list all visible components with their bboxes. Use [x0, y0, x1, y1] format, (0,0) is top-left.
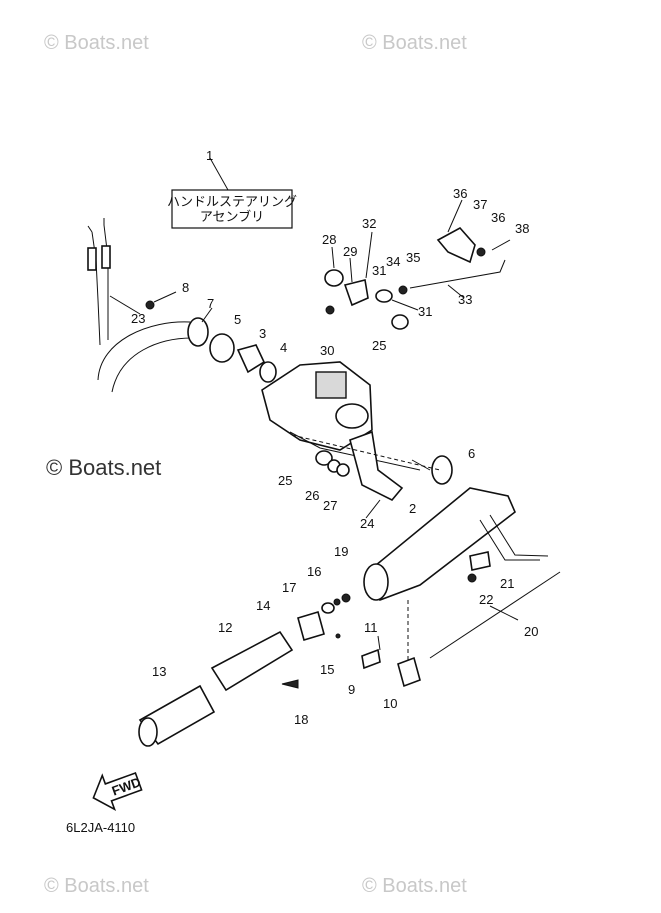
part-38-pin — [491, 239, 511, 251]
label-25-bottom: 25 — [278, 473, 292, 488]
label-6: 6 — [468, 446, 475, 461]
part-labels: 1 2 3 4 5 6 7 8 9 10 11 12 13 14 15 16 1… — [131, 148, 538, 727]
part-19-bolt — [341, 593, 351, 603]
watermark-middle: © Boats.net — [46, 455, 162, 480]
part-5-collar — [209, 333, 235, 363]
label-27: 27 — [323, 498, 337, 513]
part-17-washer — [333, 598, 341, 606]
label-8: 8 — [182, 280, 189, 295]
label-5: 5 — [234, 312, 241, 327]
label-28: 28 — [322, 232, 336, 247]
label-18: 18 — [294, 712, 308, 727]
part-34-joint — [375, 289, 393, 303]
label-9: 9 — [348, 682, 355, 697]
label-19: 19 — [334, 544, 348, 559]
part-14-sleeve — [297, 610, 325, 642]
part-4-ring — [259, 361, 277, 383]
label-30: 30 — [320, 343, 334, 358]
label-25-top: 25 — [372, 338, 386, 353]
part-30-bolt — [325, 305, 335, 315]
label-17: 17 — [282, 580, 296, 595]
title-line-2: アセンブリ — [200, 209, 264, 224]
label-22: 22 — [479, 592, 493, 607]
part-27-washer — [336, 463, 350, 477]
label-31-top: 31 — [372, 263, 386, 278]
label-33: 33 — [458, 292, 472, 307]
part-20-cable — [429, 571, 561, 659]
part-6-grommet — [431, 455, 453, 485]
part-36-bracket — [436, 226, 476, 264]
part-25-top-bush — [391, 314, 409, 330]
part-24-friction-lever — [349, 430, 404, 501]
part-9-lanyard — [361, 648, 381, 670]
label-14: 14 — [256, 598, 270, 613]
part-3-plate — [236, 344, 266, 374]
label-23: 23 — [131, 311, 145, 326]
label-4: 4 — [280, 340, 287, 355]
throttle-cables — [87, 218, 193, 393]
watermark-bottom-left: © Boats.net — [44, 875, 149, 897]
part-15-pin — [335, 633, 341, 639]
part-28-cap — [324, 269, 344, 287]
part-18-screw — [281, 679, 299, 689]
label-29: 29 — [343, 244, 357, 259]
part-25-bush — [315, 450, 333, 466]
title-line-1: ハンドルステアリング — [167, 194, 297, 209]
part-16-washer — [321, 602, 335, 614]
part-37-washer — [476, 247, 486, 257]
watermark-top-left: © Boats.net — [44, 32, 149, 54]
label-31-bottom: 31 — [418, 304, 432, 319]
label-36-left: 36 — [453, 186, 467, 201]
label-11: 11 — [364, 620, 378, 635]
part-12-throttle-shaft — [210, 630, 294, 692]
label-21: 21 — [500, 576, 514, 591]
watermark-bottom-right: © Boats.net — [362, 875, 467, 897]
label-34: 34 — [386, 254, 400, 269]
label-37: 37 — [473, 197, 487, 212]
diagram-code: 6L2JA-4110 — [66, 820, 135, 835]
assembly-guide-lines — [291, 434, 441, 660]
label-36-right: 36 — [491, 210, 505, 225]
part-29-lever — [343, 279, 369, 307]
label-13: 13 — [152, 664, 166, 679]
part-21-holder — [469, 551, 491, 571]
label-24: 24 — [360, 516, 374, 531]
part-8-screw — [145, 300, 155, 310]
watermark-top-right: © Boats.net — [362, 32, 467, 54]
label-12: 12 — [218, 620, 232, 635]
label-32: 32 — [362, 216, 376, 231]
label-10: 10 — [383, 696, 397, 711]
assembly-title-box: ハンドルステアリング アセンブリ — [167, 157, 297, 229]
part-33-rod — [409, 259, 506, 289]
label-1: 1 — [206, 148, 213, 163]
steering-bracket — [261, 361, 421, 471]
label-26: 26 — [305, 488, 319, 503]
part-11-clip — [377, 635, 381, 651]
part-35-nut — [398, 285, 408, 295]
label-20: 20 — [524, 624, 538, 639]
label-3: 3 — [259, 326, 266, 341]
part-13-grip — [138, 684, 216, 747]
label-15: 15 — [320, 662, 334, 677]
label-7: 7 — [207, 296, 214, 311]
part-22-screw — [467, 573, 477, 583]
tiller-handle-arm — [363, 487, 549, 602]
fwd-direction-arrow: FWD — [92, 771, 143, 812]
part-10-switch — [397, 656, 421, 688]
label-38: 38 — [515, 221, 529, 236]
label-35: 35 — [406, 250, 420, 265]
label-16: 16 — [307, 564, 321, 579]
label-2: 2 — [409, 501, 416, 516]
leader-lines — [109, 199, 519, 621]
part-7-grommet — [187, 317, 209, 347]
